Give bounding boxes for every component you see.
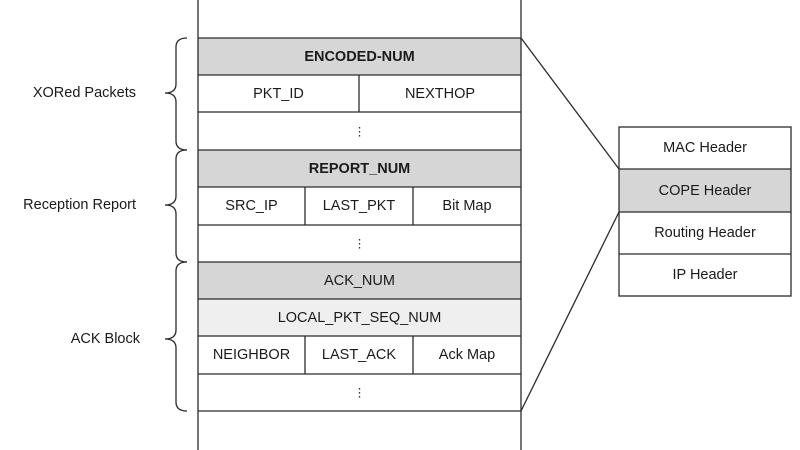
reception-brace <box>164 149 188 263</box>
xored-brace <box>164 37 188 151</box>
last-pkt-field: LAST_PKT <box>322 198 396 214</box>
src-ip-field: SRC_IP <box>225 198 278 214</box>
ack-brace <box>164 261 188 412</box>
mac-header-box: MAC Header <box>663 140 747 156</box>
routing-header-box: Routing Header <box>654 225 756 241</box>
zoom-line-bottom <box>520 211 620 412</box>
last-ack-field: LAST_ACK <box>321 347 397 363</box>
local-pkt-seq-num-field: LOCAL_PKT_SEQ_NUM <box>198 299 521 336</box>
ack-num-field: ACK_NUM <box>198 262 521 299</box>
reception-ellipsis: ⋮ <box>353 236 366 251</box>
cope-header-box: COPE Header <box>619 169 791 212</box>
reception-report-label: Reception Report <box>23 197 136 213</box>
bit-map-field: Bit Map <box>442 198 492 214</box>
zoom-line-top <box>520 37 620 170</box>
ack-map-field: Ack Map <box>438 347 496 363</box>
xored-ellipsis: ⋮ <box>353 124 366 138</box>
report-num-field: REPORT_NUM <box>198 150 521 187</box>
ip-header-box: IP Header <box>672 267 738 283</box>
encoded-num-field: ENCODED-NUM <box>198 38 521 75</box>
pkt-id-field: PKT_ID <box>253 85 304 102</box>
nexthop-field: NEXTHOP <box>404 85 476 102</box>
neighbor-field: NEIGHBOR <box>212 347 291 363</box>
xored-packets-label: XORed Packets <box>32 85 136 101</box>
ack-block-label: ACK Block <box>70 331 140 347</box>
ack-ellipsis: ⋮ <box>353 385 366 400</box>
